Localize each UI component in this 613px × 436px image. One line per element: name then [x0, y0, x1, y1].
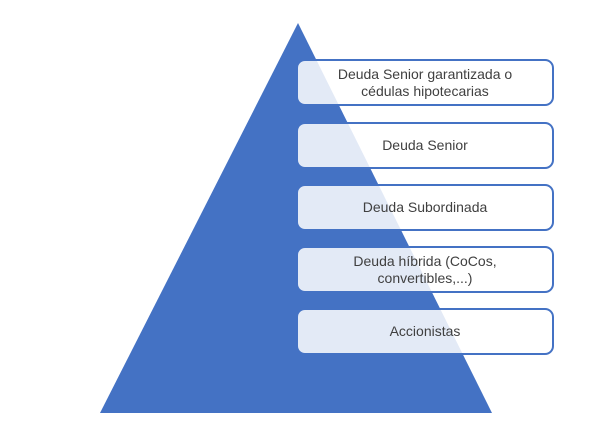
pyramid-level-label: Accionistas [389, 323, 461, 339]
pyramid-level-label: Deuda Senior [382, 137, 468, 153]
pyramid-level-label: Deuda Subordinada [362, 199, 488, 215]
pyramid-level-subordinada: Deuda Subordinada [296, 184, 554, 231]
pyramid-level-accionistas: Accionistas [296, 308, 554, 355]
pyramid-level-label: Deuda Senior garantizada o cédulas hipot… [337, 65, 513, 99]
pyramid-level-senior-garantizada: Deuda Senior garantizada o cédulas hipot… [296, 59, 554, 106]
pyramid-level-label: Deuda híbrida (CoCos, convertibles,...) [353, 252, 497, 286]
pyramid-level-senior: Deuda Senior [296, 122, 554, 169]
pyramid-level-hibrida: Deuda híbrida (CoCos, convertibles,...) [296, 246, 554, 293]
